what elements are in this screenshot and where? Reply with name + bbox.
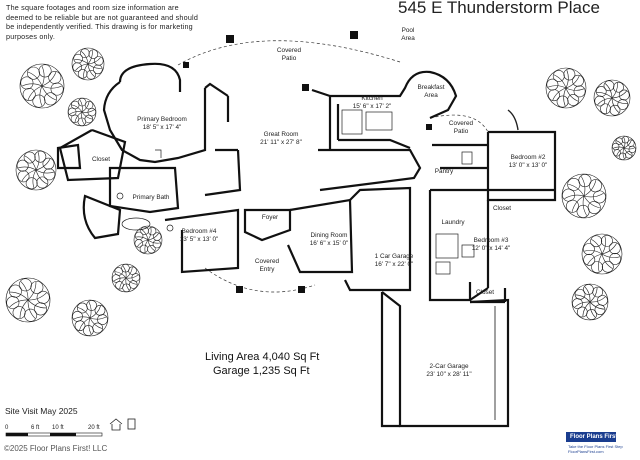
label-pantry: Pantry (434, 168, 454, 175)
equal-housing-icon (109, 418, 136, 431)
tree-icon (571, 283, 609, 321)
scale-label-6ft: 6 ft (31, 425, 40, 431)
tree-icon (611, 135, 637, 161)
scale-label-0: 0 (5, 425, 9, 431)
tree-icon (15, 149, 57, 191)
living-area: Living Area 4,040 Sq Ft (205, 351, 320, 363)
label-closet-bed2: Closet (492, 205, 512, 212)
brand-url: FloorPlansFirst.com (568, 449, 604, 454)
tree-icon (133, 225, 163, 255)
area-summary: Living Area 4,040 Sq Ft Garage 1,235 Sq … (205, 350, 319, 378)
tree-icon (67, 97, 97, 127)
brand-logo-icon (566, 432, 616, 442)
property-address: 545 E Thunderstorm Place (398, 0, 600, 17)
label-foyer: Foyer (261, 214, 279, 221)
tree-icon (71, 299, 109, 337)
tree-icon (71, 47, 105, 81)
disclaimer: The square footages and room size inform… (6, 3, 199, 41)
tree-icon (593, 79, 631, 117)
tree-icon (5, 277, 51, 323)
patio-outlines (177, 40, 489, 293)
garage-area: Garage 1,235 Sq Ft (213, 365, 310, 377)
site-visit-note: Site Visit May 2025 (5, 406, 78, 416)
label-primary-bath: Primary Bath (132, 194, 170, 201)
scale-bar (5, 432, 103, 437)
tree-icon (561, 173, 607, 219)
landscape-trees (5, 47, 637, 337)
copyright: ©2025 Floor Plans First! LLC (4, 444, 108, 453)
fixtures (116, 109, 519, 275)
scale-label-10ft: 10 ft (52, 425, 64, 431)
brand-name: Floor Plans First! (570, 434, 620, 440)
label-closet-bed3: Closet (475, 289, 495, 296)
tree-icon (19, 63, 65, 109)
scale-label-20ft: 20 ft (88, 425, 100, 431)
tree-icon (111, 263, 141, 293)
brand-block: Floor Plans First! Take the Floor Plans … (568, 433, 623, 454)
label-laundry: Laundry (441, 219, 465, 226)
walls (56, 62, 557, 428)
brand-tagline: Take the Floor Plans First Step (568, 444, 623, 449)
tree-icon (581, 233, 623, 275)
patio-columns (183, 31, 432, 293)
label-closet-primary: Closet (91, 156, 111, 163)
tree-icon (545, 67, 587, 109)
